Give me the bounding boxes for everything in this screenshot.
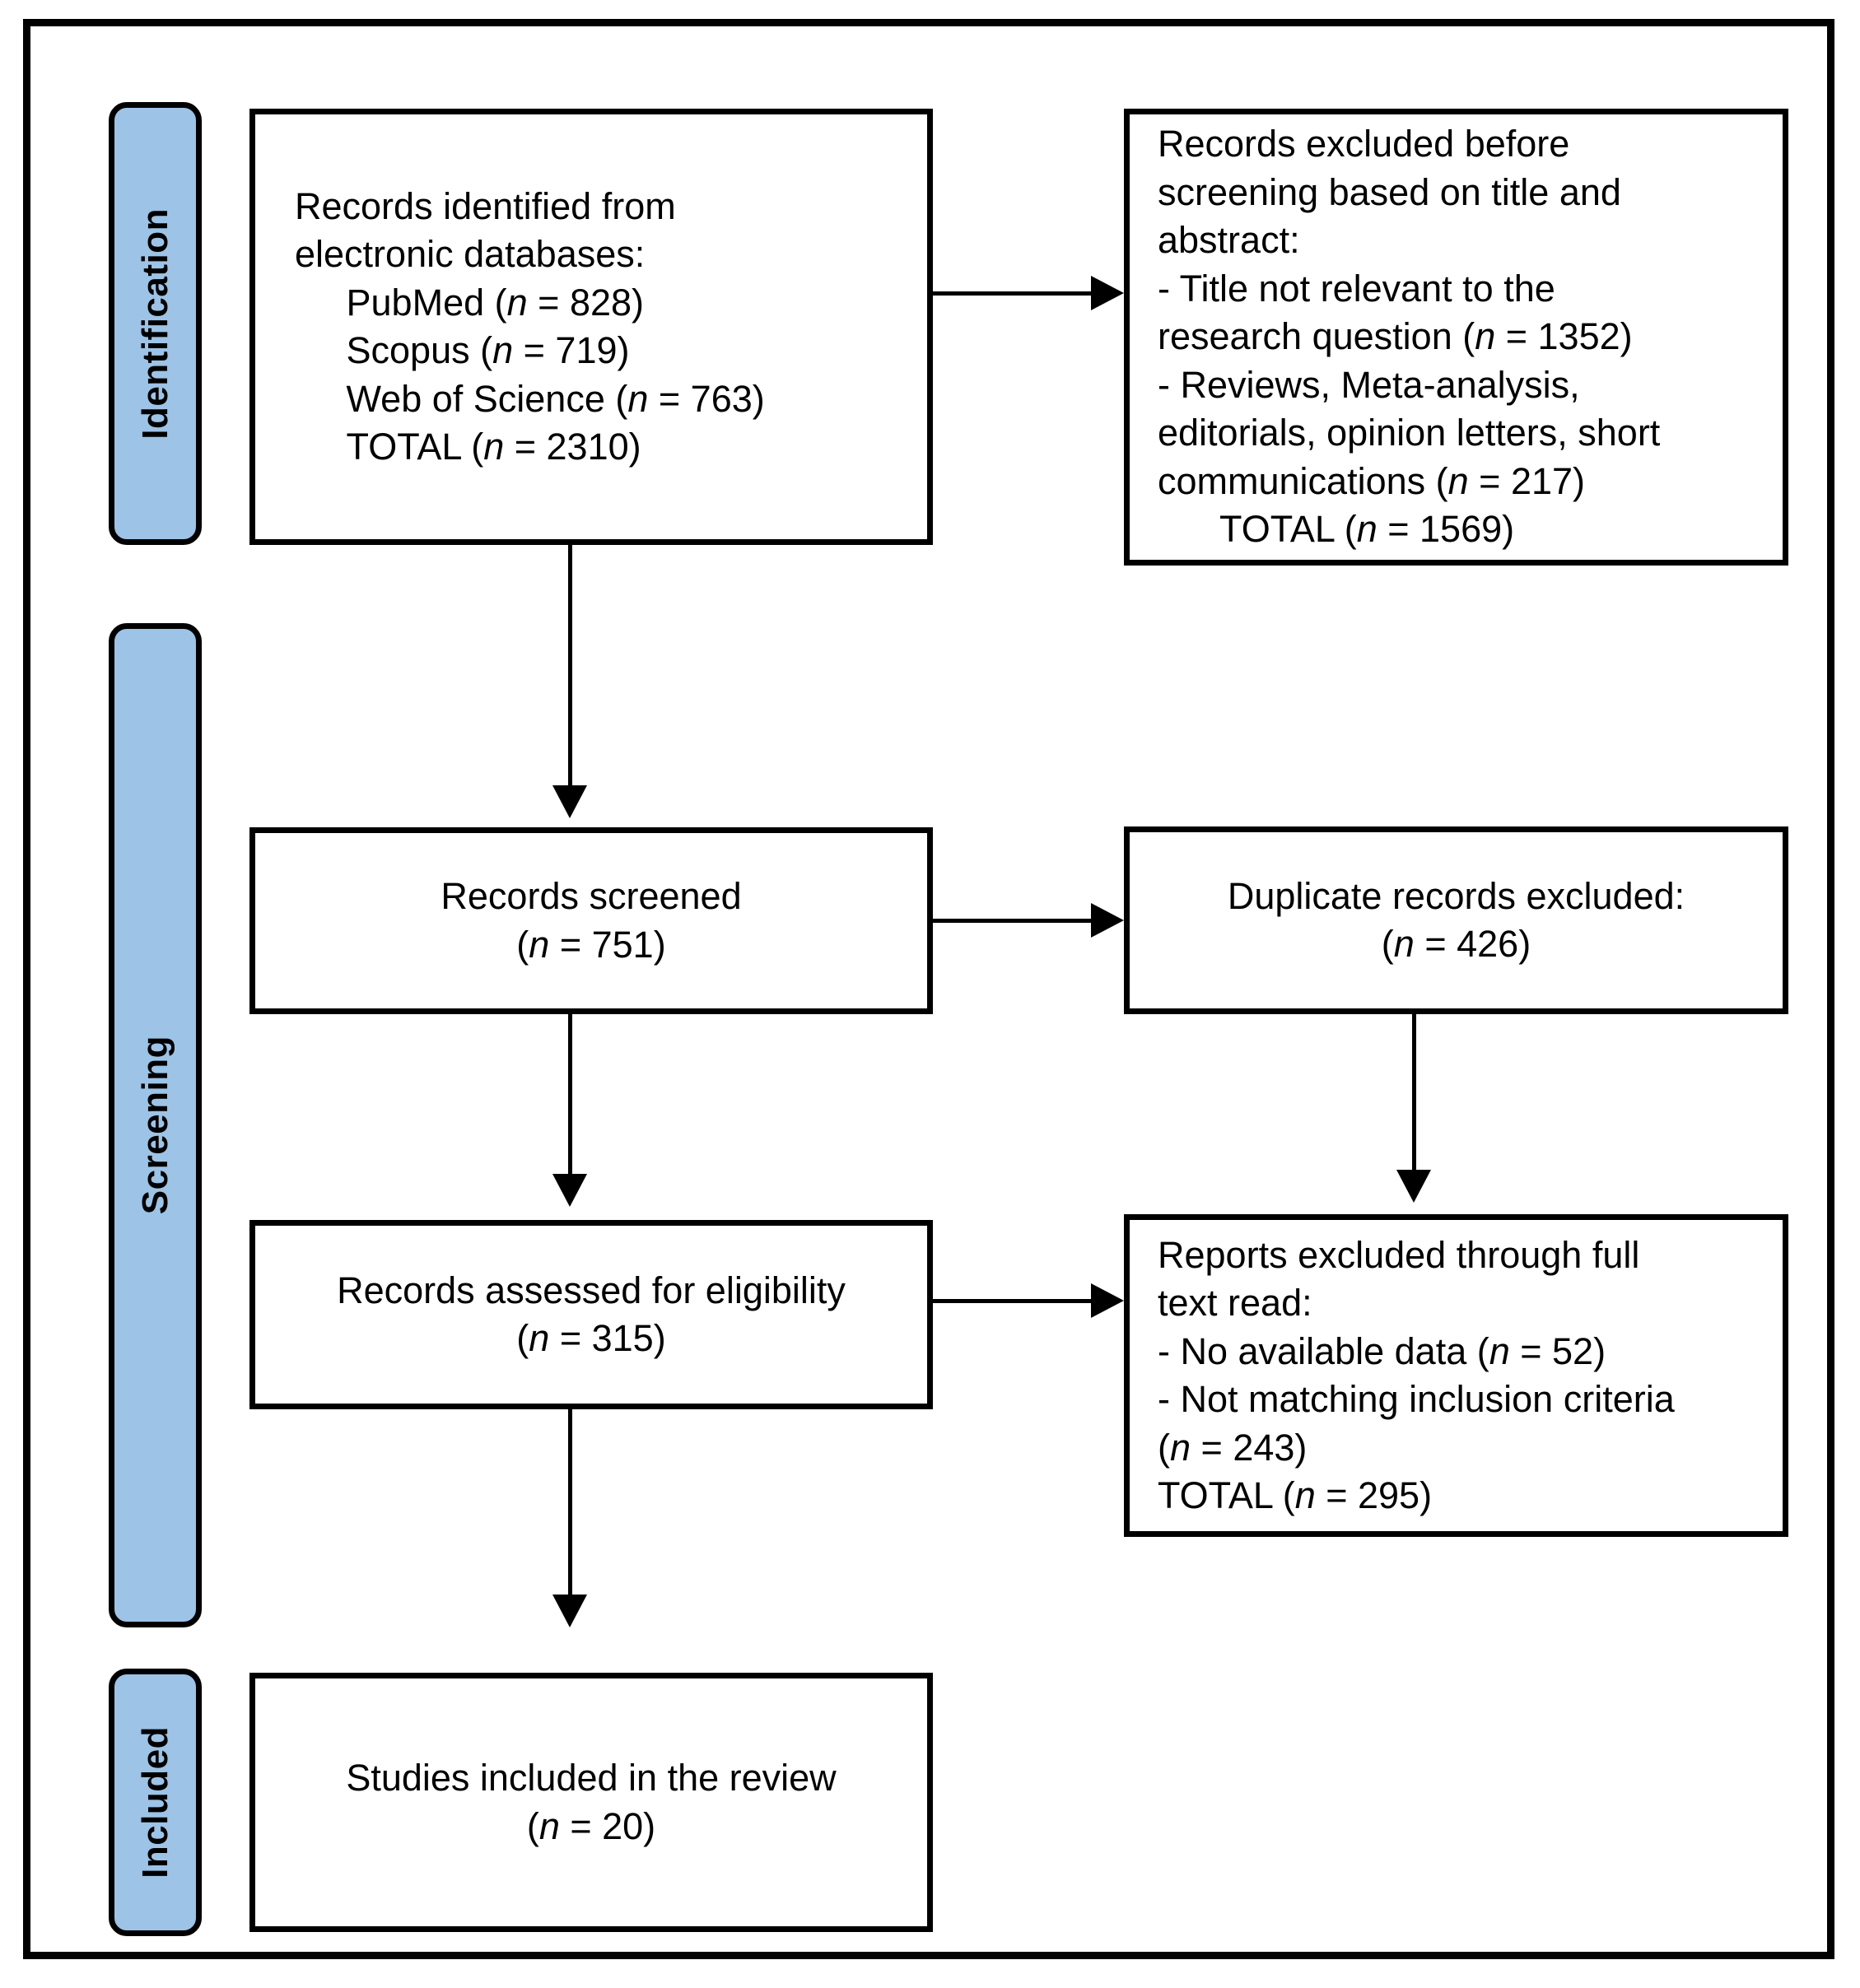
stage-tab-screening-label: Screening [134,1036,175,1215]
stage-tab-screening: Screening [109,623,202,1627]
box-reports-excluded-full-text-text: Reports excluded through full text read:… [1158,1233,1675,1517]
box-records-screened: Records screened (n = 751) [249,827,933,1014]
stage-tab-identification: Identification [109,102,202,545]
connector-eligibility-to-reports-line [928,1299,1097,1303]
connector-screened-to-duplicates-line [928,919,1097,923]
connector-screened-to-eligibility-line [568,1010,572,1179]
box-studies-included-text: Studies included in the review (n = 20) [346,1757,837,1847]
connector-duplicates-to-reports-line [1412,1010,1416,1175]
diagram-outer-frame: Identification Screening Included Record… [23,19,1834,1959]
box-records-assessed-for-eligibility: Records assessed for eligibility (n = 31… [249,1220,933,1409]
box-duplicate-records-excluded-text: Duplicate records excluded: (n = 426) [1227,874,1685,966]
connector-screened-to-duplicates-arrowhead-icon [1091,903,1124,938]
stage-tab-included: Included [109,1669,202,1936]
box-reports-excluded-full-text: Reports excluded through full text read:… [1124,1214,1788,1537]
connector-duplicates-to-reports-arrowhead-icon [1396,1170,1431,1203]
connector-screened-to-eligibility-arrowhead-icon [552,1174,587,1207]
box-records-identified-text: Records identified from electronic datab… [295,184,765,468]
connector-eligibility-to-included-arrowhead-icon [552,1595,587,1627]
connector-identified-to-excluded-screening-line [928,291,1097,296]
connector-identified-to-excluded-screening-arrowhead-icon [1091,276,1124,310]
box-records-assessed-for-eligibility-text: Records assessed for eligibility (n = 31… [337,1269,846,1360]
box-records-excluded-before-screening-text: Records excluded before screening based … [1158,123,1661,551]
connector-eligibility-to-included-line [568,1405,572,1599]
stage-tab-included-label: Included [134,1726,175,1879]
box-duplicate-records-excluded: Duplicate records excluded: (n = 426) [1124,826,1788,1014]
stage-tab-identification-label: Identification [134,207,175,440]
box-records-excluded-before-screening: Records excluded before screening based … [1124,109,1788,566]
box-studies-included: Studies included in the review (n = 20) [249,1673,933,1932]
connector-eligibility-to-reports-arrowhead-icon [1091,1283,1124,1318]
connector-identified-to-screened-arrowhead-icon [552,785,587,818]
box-records-identified: Records identified from electronic datab… [249,109,933,545]
box-records-screened-text: Records screened (n = 751) [441,875,742,966]
connector-identified-to-screened-line [568,539,572,790]
